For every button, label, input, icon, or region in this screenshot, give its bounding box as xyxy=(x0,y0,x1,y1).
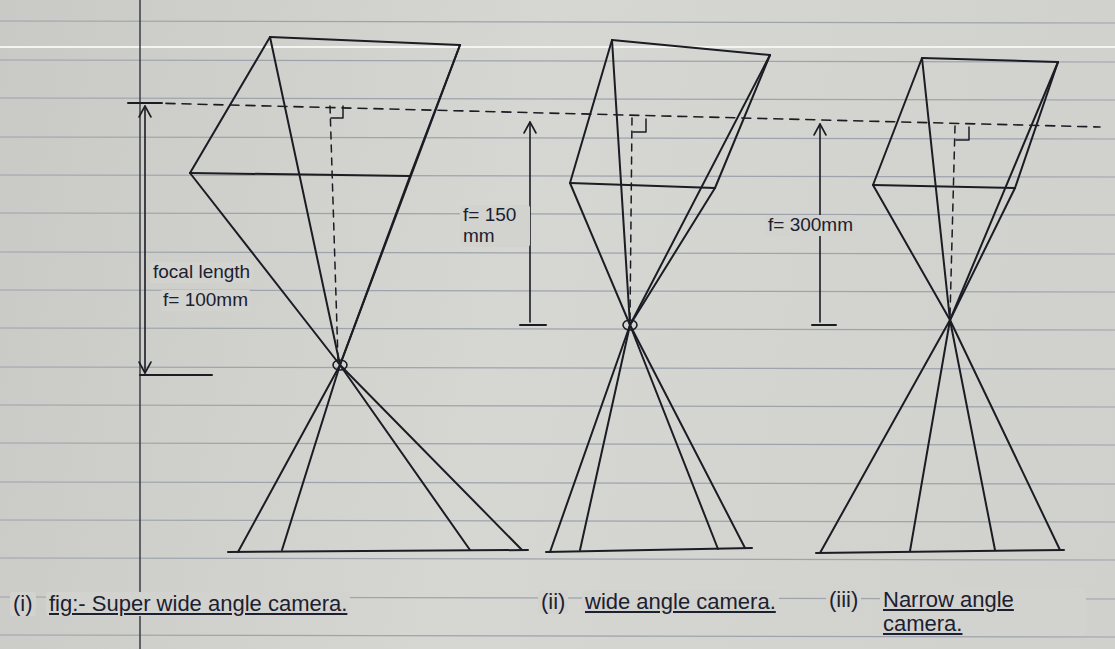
focal-length-value-holder: f= 100mm xyxy=(160,290,251,311)
ray-line xyxy=(950,320,1060,550)
arrow-head xyxy=(524,122,536,133)
photo-edge xyxy=(612,40,770,55)
ray-line xyxy=(340,176,410,365)
ray-line xyxy=(873,185,950,320)
photo-edge xyxy=(873,58,922,185)
ray-line xyxy=(570,183,630,325)
dimension-arrow xyxy=(144,106,146,373)
figure-number-holder: (iii) xyxy=(826,588,861,612)
photo-edge xyxy=(570,183,715,188)
focal-length-value: f= 100mm xyxy=(160,290,251,311)
paper-edge xyxy=(0,46,1115,48)
photo-edge xyxy=(570,40,612,183)
ray-line xyxy=(950,62,1058,320)
ground-line xyxy=(816,550,1064,553)
ray-line xyxy=(630,325,745,548)
ruled-line xyxy=(0,405,1115,407)
figure-caption-holder: wide angle camera. xyxy=(582,590,779,614)
right-angle-mark xyxy=(331,106,343,118)
ruled-line xyxy=(0,443,1115,445)
ruled-line xyxy=(0,98,1115,100)
ray-line xyxy=(340,365,522,550)
figure-caption: wide angle camera. xyxy=(582,590,779,614)
ray-line xyxy=(238,365,340,552)
ruled-line xyxy=(0,137,1115,139)
ruled-line xyxy=(0,60,1115,62)
ruled-line xyxy=(0,482,1115,484)
ruled-line xyxy=(0,21,1115,23)
figure-number-holder: (ii) xyxy=(538,590,568,614)
arrow-head xyxy=(139,106,151,117)
ruled-line xyxy=(0,252,1115,254)
figure-number: (iii) xyxy=(826,588,861,612)
narrow-angle-figure xyxy=(812,58,1064,553)
right-angle-mark xyxy=(633,119,646,132)
arrow-head xyxy=(814,124,826,135)
ray-line xyxy=(630,325,718,549)
right-angle-mark xyxy=(956,127,969,140)
ray-line xyxy=(922,58,950,320)
figure-caption-holder: Narrow angle camera. xyxy=(880,588,1086,636)
dimension-tick xyxy=(520,324,546,326)
arrow-head xyxy=(139,362,151,373)
dimension-label: focal length xyxy=(150,262,253,283)
ray-line xyxy=(630,55,770,325)
photo-edge xyxy=(190,37,270,173)
focal-length-value: f= 150 mm xyxy=(460,205,530,247)
photo-edge xyxy=(715,55,770,188)
ray-line xyxy=(630,188,715,325)
dimension-label-holder: focal length xyxy=(150,262,253,283)
ruled-line xyxy=(0,213,1115,215)
dashed-line xyxy=(150,103,1100,127)
perspective-centre xyxy=(623,320,637,330)
super-wide-angle-figure xyxy=(128,37,528,552)
figure-number: (ii) xyxy=(538,590,568,614)
ray-line xyxy=(820,320,950,553)
focal-length-value-holder: f= 300mm xyxy=(765,215,856,236)
ray-line xyxy=(580,325,630,550)
ray-line xyxy=(910,320,950,551)
photo-edge xyxy=(270,37,460,45)
ray-line xyxy=(270,37,340,365)
ray-line xyxy=(950,188,1015,320)
dimension-tick xyxy=(812,324,836,326)
ray-line xyxy=(340,45,460,365)
ray-line xyxy=(950,320,995,550)
perspective-centre xyxy=(333,360,347,370)
figure-caption-holder: fig:- Super wide angle camera. xyxy=(46,592,350,616)
figure-caption: Narrow angle camera. xyxy=(880,588,1086,636)
dimension-tick xyxy=(140,374,212,376)
ruled-line xyxy=(0,520,1115,522)
ground-line xyxy=(228,550,528,552)
dashed-axis xyxy=(950,126,955,316)
ray-line xyxy=(340,365,470,550)
ruled-lines xyxy=(0,21,1115,637)
ruled-line xyxy=(0,558,1115,560)
focal-length-value: f= 300mm xyxy=(765,215,856,236)
focal-length-value-holder: f= 150 mm xyxy=(460,205,530,247)
ray-line xyxy=(612,40,630,325)
photo-edge xyxy=(1015,62,1058,188)
photo-edge xyxy=(922,58,1058,62)
figure-number-holder: (i) xyxy=(10,592,36,616)
dashed-axis xyxy=(630,118,632,320)
ruled-line xyxy=(0,175,1115,177)
ray-line xyxy=(282,365,340,550)
dashed-axis xyxy=(330,106,338,360)
wide-angle-figure xyxy=(520,40,770,552)
ruled-line xyxy=(0,367,1115,369)
photo-edge xyxy=(873,185,1015,188)
figure-number: (i) xyxy=(10,592,36,616)
margin-line xyxy=(139,0,141,649)
ray-line xyxy=(550,325,630,552)
ground-line xyxy=(546,548,752,552)
dimension-tick xyxy=(128,102,162,104)
figure-caption: fig:- Super wide angle camera. xyxy=(46,592,350,616)
